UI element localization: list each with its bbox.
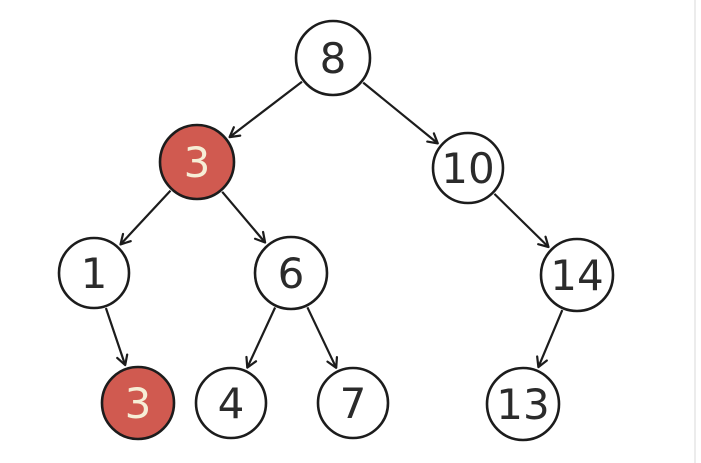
tree-node-n3-lower: 3 xyxy=(100,365,176,441)
tree-edge-n6-n7 xyxy=(306,306,339,369)
tree-node-label: 8 xyxy=(320,34,347,83)
tree-nodes: 8 3 10 1 6 14 3 4 7 13 xyxy=(57,19,615,442)
tree-edge-n6-n4 xyxy=(245,307,277,369)
tree-node-n7: 7 xyxy=(316,366,390,440)
tree-node-label: 14 xyxy=(550,251,603,300)
tree-node-label: 4 xyxy=(218,379,245,428)
tree-node-circle xyxy=(294,19,372,97)
tree-node-circle xyxy=(485,366,561,442)
tree-node-label: 7 xyxy=(340,379,367,428)
tree-node-n10: 10 xyxy=(431,131,505,205)
tree-node-circle xyxy=(100,365,176,441)
tree-node-circle xyxy=(57,236,131,310)
tree-node-circle xyxy=(539,237,615,313)
tree-node-label: 10 xyxy=(441,144,494,193)
tree-node-n8: 8 xyxy=(294,19,372,97)
tree-node-n13: 13 xyxy=(485,366,561,442)
tree-edge-n10-n14 xyxy=(493,193,550,249)
tree-edge-n14-n13 xyxy=(536,309,564,369)
tree-node-circle xyxy=(194,366,268,440)
tree-node-circle xyxy=(253,235,329,311)
tree-node-n3-upper: 3 xyxy=(158,123,236,201)
tree-node-n1: 1 xyxy=(57,236,131,310)
tree-node-n6: 6 xyxy=(253,235,329,311)
tree-node-n14: 14 xyxy=(539,237,615,313)
tree-node-label: 13 xyxy=(496,380,549,429)
tree-edge-n8-n3-upper xyxy=(228,80,303,139)
tree-node-label: 3 xyxy=(125,379,152,428)
tree-edge-n3-upper-n6 xyxy=(221,191,267,244)
right-edge-divider xyxy=(694,0,696,463)
tree-node-label: 6 xyxy=(278,249,305,298)
tree-node-circle xyxy=(431,131,505,205)
tree-node-n4: 4 xyxy=(194,366,268,440)
tree-edge-n1-n3-lower xyxy=(104,307,129,367)
tree-edges xyxy=(104,80,564,369)
tree-node-label: 3 xyxy=(184,138,211,187)
tree-node-circle xyxy=(158,123,236,201)
tree-node-circle xyxy=(316,366,390,440)
tree-node-label: 1 xyxy=(81,249,108,298)
tree-edge-n3-upper-n1 xyxy=(119,189,172,246)
tree-edge-n8-n10 xyxy=(362,81,439,145)
